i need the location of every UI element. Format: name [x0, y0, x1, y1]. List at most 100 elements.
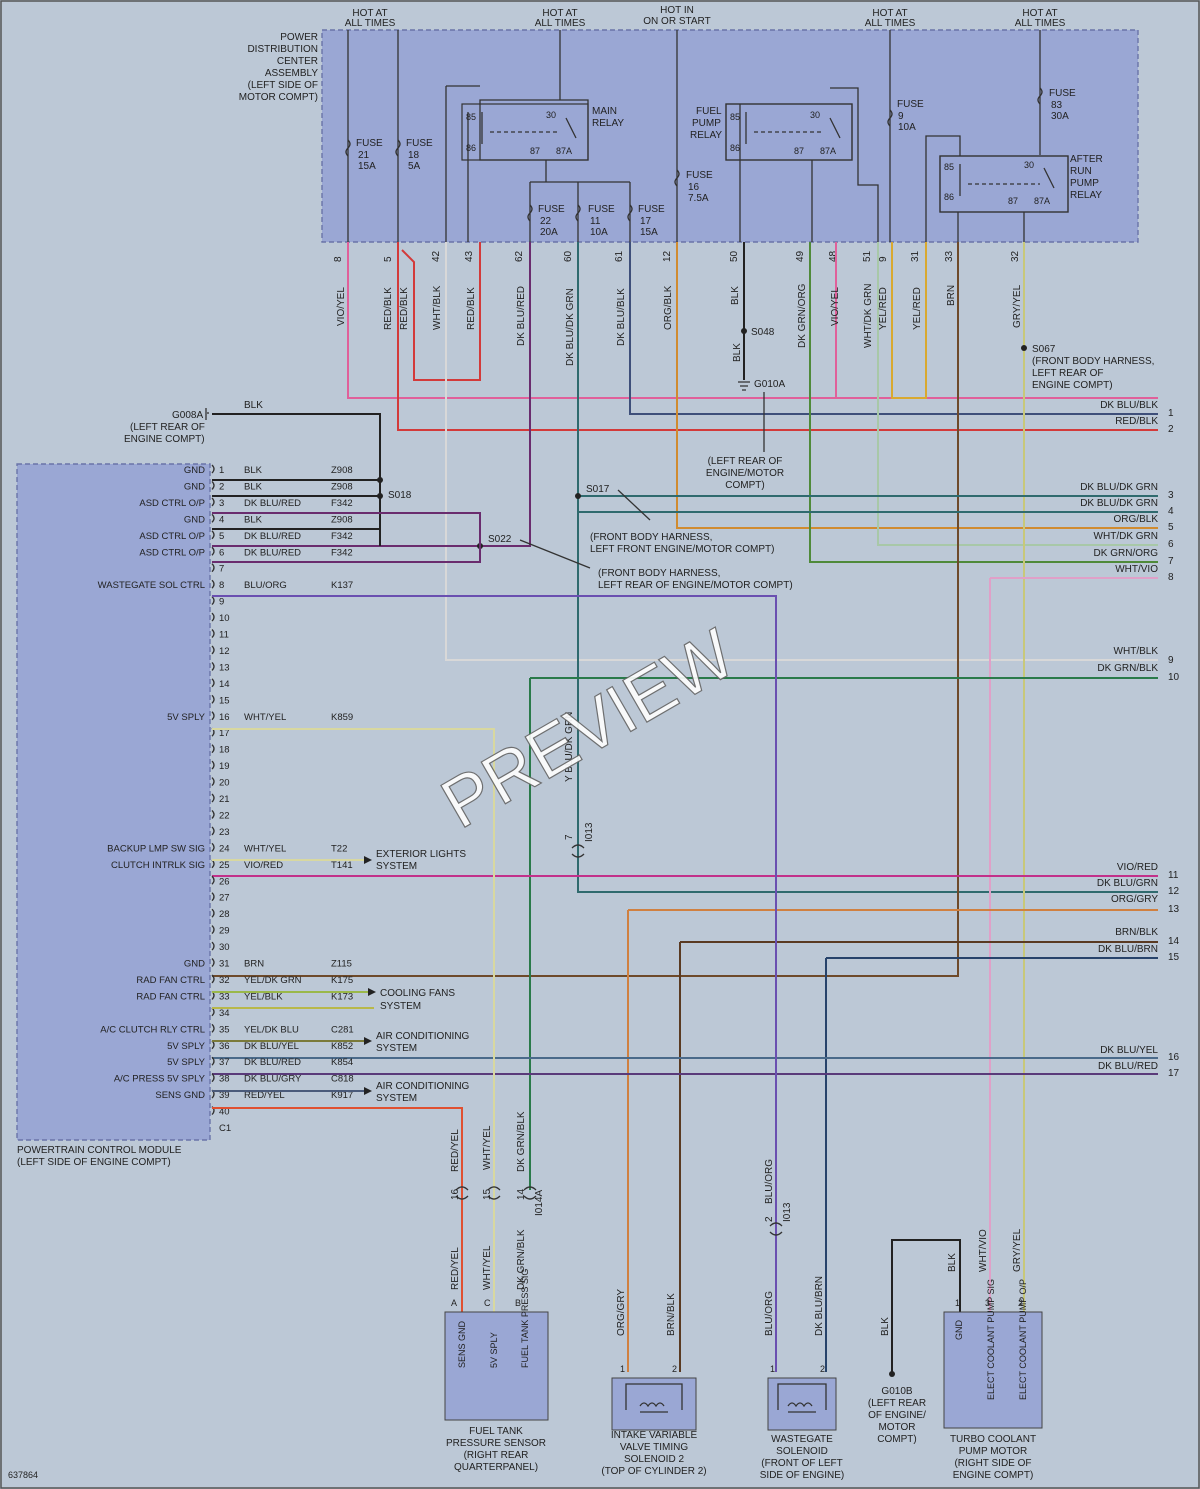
svg-text:10: 10 [219, 613, 230, 624]
svg-text:33: 33 [944, 250, 955, 262]
svg-text:15A: 15A [358, 161, 376, 172]
svg-text:DK GRN/ORG: DK GRN/ORG [1094, 548, 1159, 559]
svg-text:INTAKE VARIABLE: INTAKE VARIABLE [611, 1430, 698, 1441]
svg-text:BLU/ORG: BLU/ORG [764, 1159, 775, 1204]
svg-text:G010A: G010A [754, 379, 785, 390]
fuel-tank-pressure-sensor: A C B SENS GND 5V SPLY FUEL TANK PRESS S… [444, 1229, 549, 1473]
pcm-pin-row: 13 [211, 661, 230, 673]
svg-text:50: 50 [729, 250, 740, 262]
svg-text:A/C CLUTCH RLY CTRL: A/C CLUTCH RLY CTRL [100, 1024, 205, 1035]
svg-text:BLU/ORG: BLU/ORG [764, 1291, 775, 1336]
pcm-pin-row: 9 [211, 596, 224, 608]
svg-text:5: 5 [219, 531, 224, 542]
svg-text:I013: I013 [584, 822, 595, 842]
pdc-title-line: DISTRIBUTION [247, 44, 318, 55]
pdc-title-line: ASSEMBLY [265, 68, 318, 79]
svg-text:87: 87 [530, 146, 540, 156]
svg-text:BLU/ORG: BLU/ORG [244, 580, 287, 591]
svg-text:GND: GND [184, 514, 205, 525]
svg-text:WHT/DK GRN: WHT/DK GRN [1094, 531, 1158, 542]
svg-text:PUMP: PUMP [1070, 178, 1099, 189]
svg-text:FUSE: FUSE [356, 138, 383, 149]
svg-text:RED/BLK: RED/BLK [1115, 416, 1158, 427]
pcm-pin-row: 12 [211, 645, 230, 657]
svg-text:C818: C818 [331, 1074, 354, 1085]
svg-text:ASD CTRL O/P: ASD CTRL O/P [139, 498, 205, 509]
pdc-pin-numbers: 8 5 42 43 62 60 61 12 50 49 48 51 9 31 3… [333, 250, 1021, 262]
svg-text:MAIN: MAIN [592, 106, 617, 117]
splice-s048: S048 BLK [732, 327, 775, 362]
svg-text:21: 21 [358, 150, 370, 161]
svg-text:S017: S017 [586, 484, 610, 495]
svg-text:RED/YEL: RED/YEL [450, 1129, 461, 1172]
pcm-pin-row: 14 [211, 678, 230, 690]
svg-text:86: 86 [944, 192, 954, 202]
svg-text:8: 8 [333, 256, 344, 262]
svg-text:30: 30 [219, 942, 230, 953]
svg-text:13: 13 [219, 662, 230, 673]
svg-text:(LEFT SIDE OF ENGINE COMPT): (LEFT SIDE OF ENGINE COMPT) [17, 1157, 171, 1168]
connector-i013-low: 2 I013 BLU/ORG [764, 1159, 793, 1236]
svg-text:GRY/YEL: GRY/YEL [1012, 284, 1023, 328]
svg-text:BLK: BLK [244, 465, 263, 476]
svg-text:17: 17 [1168, 1068, 1180, 1079]
svg-text:21: 21 [219, 794, 230, 805]
svg-text:31: 31 [219, 959, 230, 970]
svg-text:FUSE: FUSE [538, 204, 565, 215]
svg-text:ELECT COOLANT PUMP O/P: ELECT COOLANT PUMP O/P [1018, 1279, 1028, 1400]
svg-text:ALL TIMES: ALL TIMES [345, 18, 396, 29]
svg-text:GND: GND [184, 959, 205, 970]
pdc-title-line: MOTOR COMPT) [239, 92, 318, 103]
svg-text:12: 12 [219, 646, 230, 657]
svg-text:30A: 30A [1051, 111, 1069, 122]
svg-text:C: C [484, 1298, 491, 1308]
svg-text:14: 14 [516, 1188, 527, 1200]
svg-text:87: 87 [794, 146, 804, 156]
pcm-pin-row: 27 [211, 892, 230, 904]
right-edge-wiring [212, 577, 1158, 1372]
connector-i013-top: 7 I013 Y BLU/DK GRN [564, 712, 595, 858]
svg-text:WHT/YEL: WHT/YEL [244, 712, 286, 723]
svg-text:15A: 15A [640, 227, 658, 238]
svg-text:F342: F342 [331, 531, 353, 542]
svg-text:BLK: BLK [244, 481, 263, 492]
svg-text:SYSTEM: SYSTEM [376, 861, 417, 872]
main-relay: 85 86 30 87 87A MAIN RELAY [461, 103, 624, 161]
svg-text:SYSTEM: SYSTEM [376, 1043, 417, 1054]
svg-text:SIDE OF ENGINE): SIDE OF ENGINE) [760, 1470, 844, 1481]
svg-text:ASD CTRL O/P: ASD CTRL O/P [139, 547, 205, 558]
svg-text:ORG/GRY: ORG/GRY [1111, 894, 1158, 905]
svg-text:PUMP MOTOR: PUMP MOTOR [959, 1446, 1028, 1457]
svg-text:33: 33 [219, 991, 230, 1002]
svg-text:DK BLU/RED: DK BLU/RED [244, 498, 301, 509]
svg-text:1: 1 [1168, 408, 1174, 419]
svg-text:26: 26 [219, 876, 230, 887]
svg-text:RED/YEL: RED/YEL [244, 1090, 285, 1101]
powertrain-control-module: POWERTRAIN CONTROL MODULE (LEFT SIDE OF … [16, 463, 211, 1168]
svg-text:A/C PRESS 5V SPLY: A/C PRESS 5V SPLY [114, 1074, 206, 1085]
svg-text:10: 10 [1168, 672, 1180, 683]
svg-text:WASTEGATE: WASTEGATE [771, 1434, 833, 1445]
svg-text:(LEFT REAR: (LEFT REAR [868, 1398, 926, 1409]
svg-text:POWERTRAIN CONTROL MODULE: POWERTRAIN CONTROL MODULE [17, 1145, 182, 1156]
svg-text:(LEFT REAR OF: (LEFT REAR OF [130, 422, 205, 433]
svg-text:22: 22 [219, 810, 230, 821]
wastegate-solenoid: 1 2 BLU/ORG DK BLU/BRN WASTEGATE SOLENOI… [760, 1276, 844, 1481]
pdc-title-line: (LEFT SIDE OF [248, 80, 318, 91]
svg-text:S048: S048 [751, 327, 775, 338]
svg-text:ON OR START: ON OR START [643, 16, 710, 27]
svg-text:WASTEGATE SOL CTRL: WASTEGATE SOL CTRL [98, 580, 205, 591]
svg-text:42: 42 [431, 250, 442, 262]
svg-text:AIR CONDITIONING: AIR CONDITIONING [376, 1031, 470, 1042]
svg-text:2: 2 [672, 1364, 677, 1374]
svg-text:87A: 87A [1034, 196, 1050, 206]
svg-text:GND: GND [184, 481, 205, 492]
power-distribution-center: POWER DISTRIBUTION CENTER ASSEMBLY (LEFT… [239, 5, 1139, 262]
